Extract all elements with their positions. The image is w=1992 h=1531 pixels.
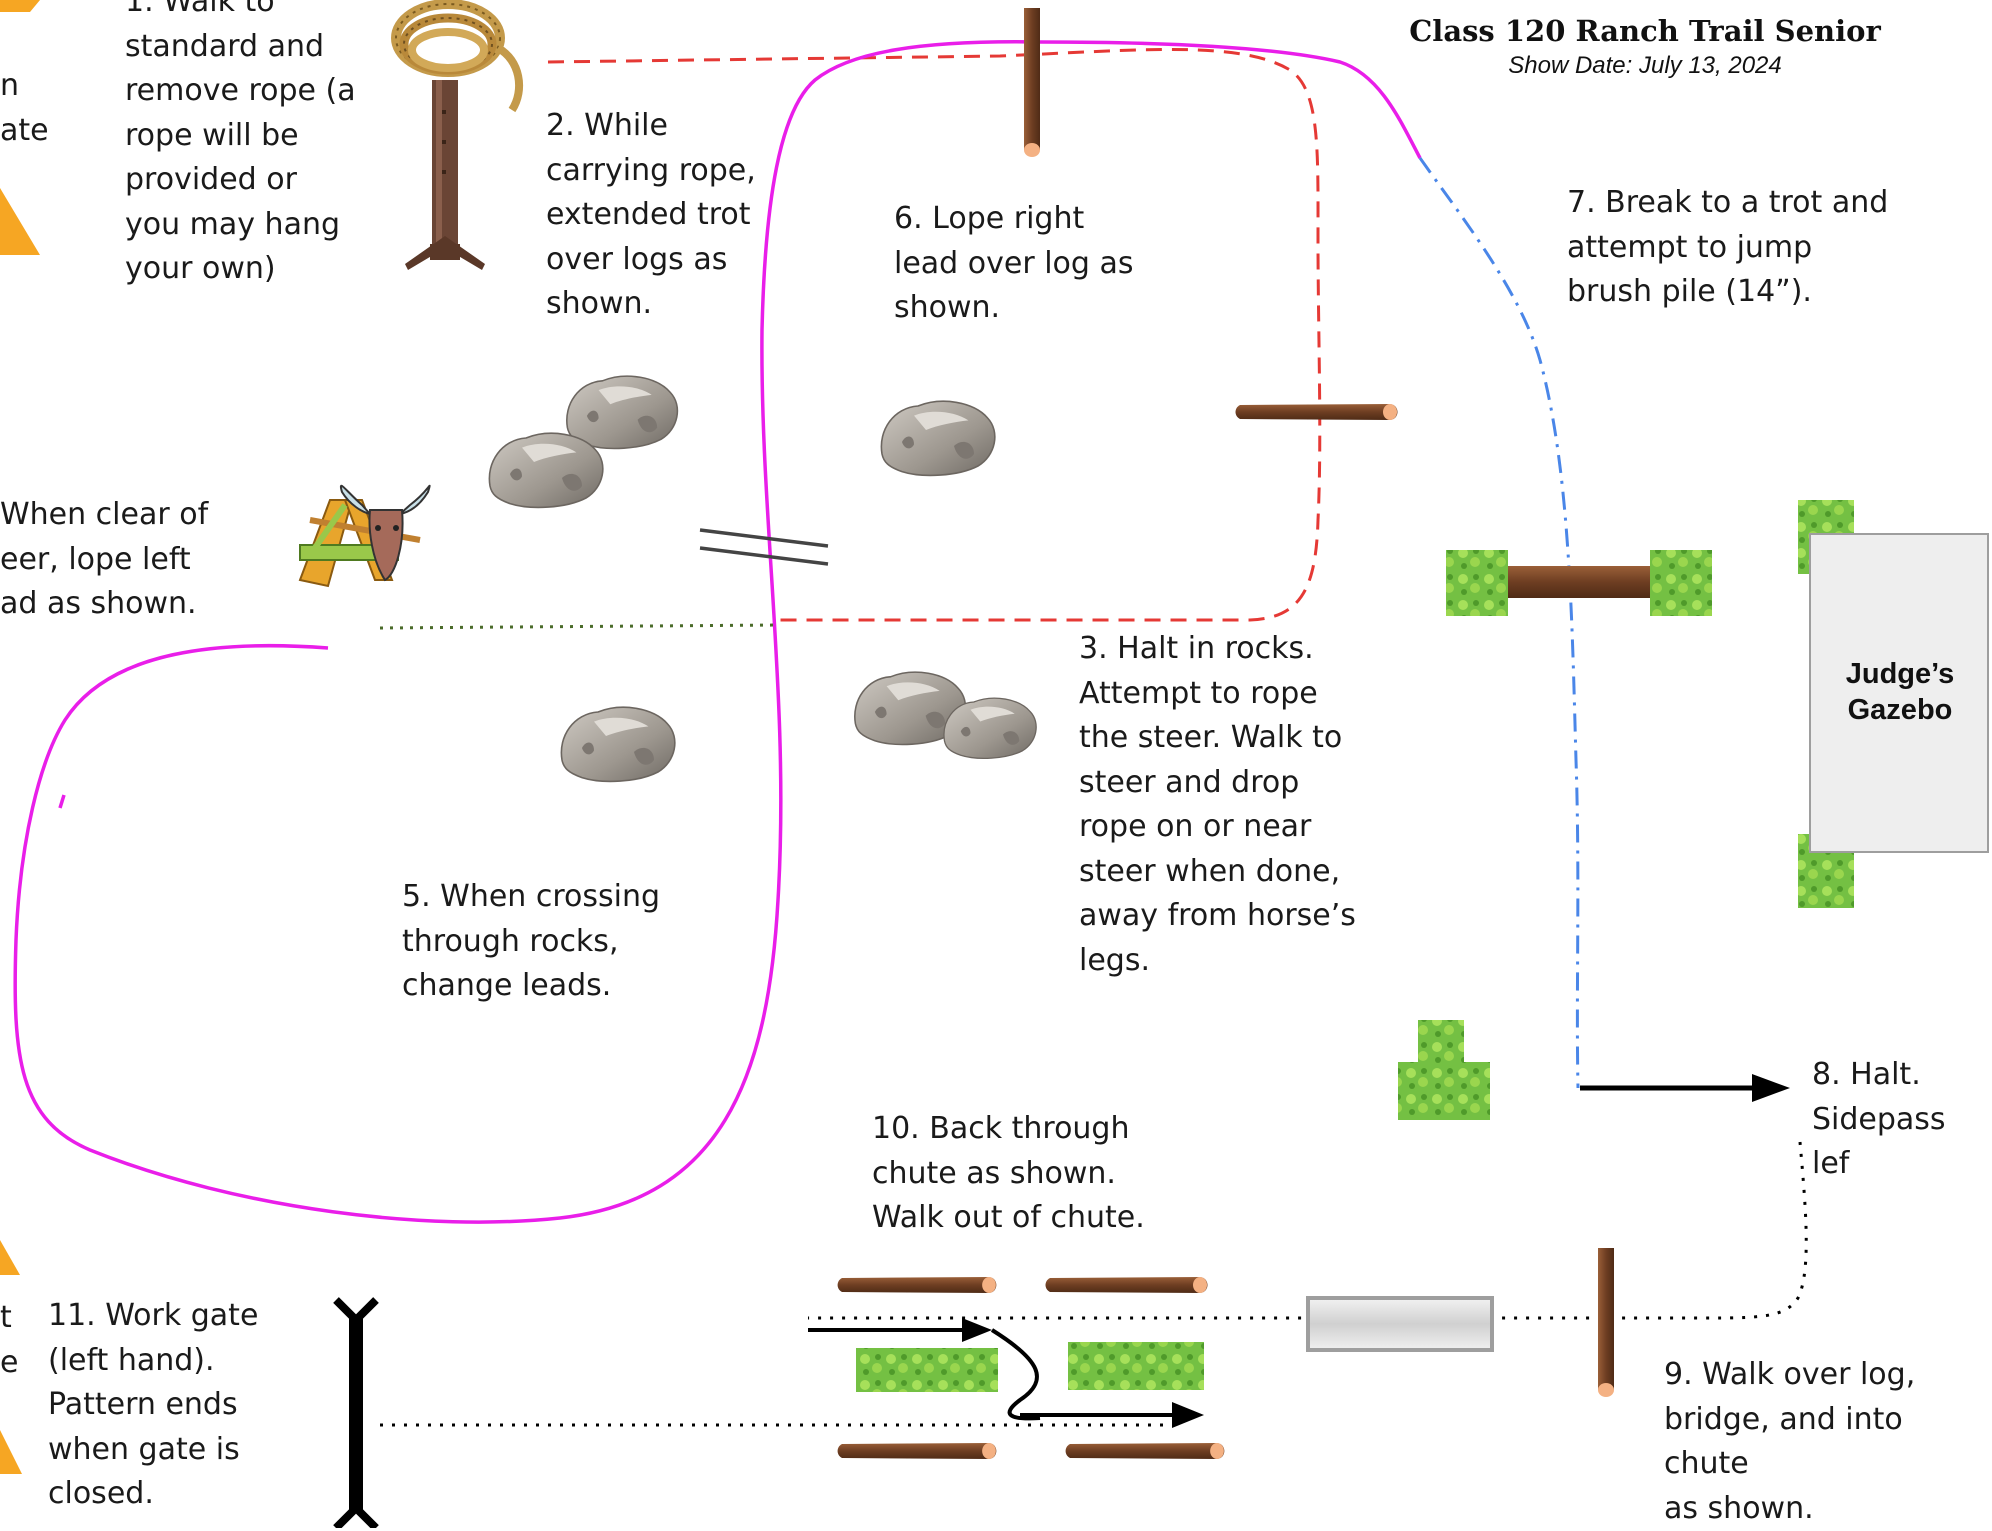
bridge-icon [1306, 1296, 1494, 1352]
log-icon [1508, 566, 1650, 598]
gate-icon [333, 1297, 379, 1528]
cone-icon [0, 0, 40, 12]
step-6-text: 6. Lope right lead over log as shown. [894, 201, 1134, 325]
arrow-icon [1580, 1074, 1790, 1102]
rope-line-path [379, 623, 781, 630]
log-icon [837, 1443, 997, 1459]
log-icon [1065, 1443, 1225, 1459]
step-5-text: 5. When crossing through rocks, change l… [402, 879, 661, 1003]
lope-route-path [13, 40, 1422, 1224]
brush-pile-icon [856, 1342, 1204, 1392]
rock-icon [488, 432, 604, 509]
jump-route-path [1418, 157, 1580, 1089]
cone-icon [0, 1240, 20, 1275]
log-icon [837, 1277, 997, 1293]
log-icon [1235, 404, 1398, 420]
rope-standard-icon [405, 80, 485, 270]
step-2-text: 2. While carrying rope, extended trot ov… [546, 108, 756, 321]
gazebo-label: Judge’s Gazebo [1845, 658, 1955, 726]
course-title: Class 120 Ranch Trail Senior [1409, 14, 1881, 48]
step-4-text: When clear of eer, lope left ad as shown… [0, 497, 209, 621]
rock-icon [943, 697, 1037, 760]
rope-coil-icon [391, 0, 524, 113]
rock-icon [566, 375, 679, 450]
trot-route-path [547, 47, 1322, 622]
brush-pile-icon [1398, 1020, 1490, 1120]
step-8-text: 8. Halt. Sidepass lef [1812, 1057, 1946, 1181]
edge-fragment-top: n ate [0, 68, 49, 148]
lope-route-tick [58, 794, 66, 809]
log-icon [1598, 1248, 1614, 1397]
cone-icon [0, 1430, 22, 1474]
step-7-text: 7. Break to a trot and attempt to jump b… [1567, 185, 1889, 309]
brush-pile-icon [1446, 550, 1712, 616]
log-icon [1024, 8, 1040, 157]
step-1-text: 1. Walk to standard and remove rope (a r… [125, 0, 356, 286]
rock-icon [560, 706, 676, 783]
steer-dummy-icon [298, 485, 431, 588]
judges-gazebo [1809, 533, 1989, 853]
log-icon [699, 528, 829, 566]
cone-icon [0, 188, 40, 255]
step-11-text: 11. Work gate (left hand). Pattern ends … [48, 1298, 259, 1511]
step-3-text: 3. Halt in rocks. Attempt to rope the st… [1079, 631, 1356, 978]
walk-route-path [808, 1141, 1808, 1320]
step-10-text: 10. Back through chute as shown. Walk ou… [872, 1111, 1145, 1235]
log-icon [1045, 1277, 1208, 1293]
arrow-icon [808, 1318, 1204, 1428]
rock-icon [880, 400, 996, 477]
show-date: Show Date: July 13, 2024 [1508, 52, 1782, 79]
edge-fragment-bottom: t e [0, 1300, 19, 1380]
step-9-text: 9. Walk over log, bridge, and into chute… [1664, 1357, 1916, 1526]
